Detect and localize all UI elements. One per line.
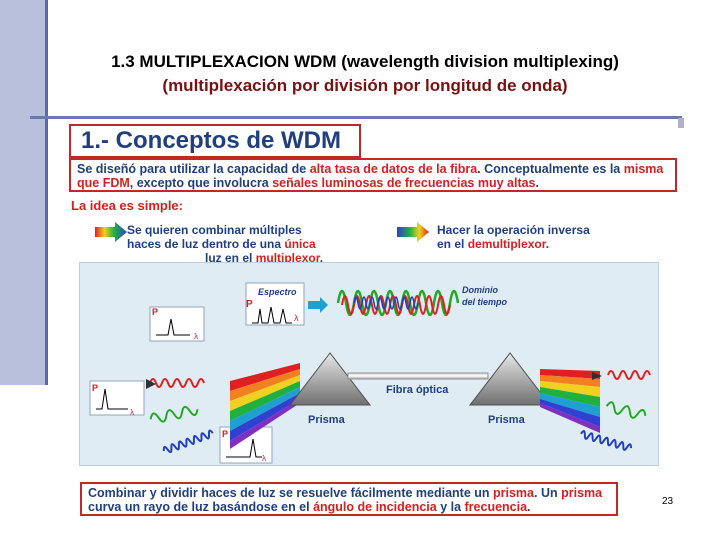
title-divider [30, 116, 682, 119]
lambda-symbol: λ [194, 332, 198, 341]
slide-title: 1.3 MULTIPLEXACION WDM (wavelength divis… [60, 50, 670, 98]
intro-highlight-2: misma que FDM [77, 162, 664, 190]
spectrum-peak-red [156, 318, 190, 336]
bottom-text-1: Combinar y dividir haces de luz se resue… [88, 486, 493, 500]
bottom-text-3: curva un rayo de luz basándose en el [88, 500, 314, 514]
lambda-symbol: λ [130, 408, 134, 417]
spectrum-peaks [252, 306, 292, 324]
idea-mux-text: Se quieren combinar múltiples haces de l… [127, 223, 323, 265]
arrow-right-icon [592, 372, 602, 380]
output-blue-wave [580, 430, 632, 451]
divider-end-mark [678, 118, 684, 128]
input-red-wave [149, 378, 205, 388]
time-domain-label-2: del tiempo [462, 297, 508, 307]
intro-paragraph: Se diseñó para utilizar la capacidad de … [69, 158, 677, 192]
power-symbol: P [246, 299, 253, 310]
idea-demux-line-1: Hacer la operación inversa [437, 223, 590, 237]
spectrum-box-green [89, 380, 145, 416]
rainbow-arrow-icon [95, 222, 127, 242]
bottom-text-4: y la [436, 500, 465, 514]
right-rainbow-rays [540, 369, 600, 433]
lambda-symbol: λ [294, 313, 299, 323]
red-wave [341, 295, 451, 315]
wdm-diagram-svg: Espectro P λ Dominio del tiempo P λ P λ … [89, 282, 651, 464]
bottom-highlight-4: frecuencia [464, 500, 528, 514]
bottom-text-2: . Un [534, 486, 562, 500]
idea-demux-line-2-end: . [545, 237, 550, 251]
idea-mux-highlight-2: multiplexor [255, 251, 320, 265]
idea-demux-highlight: demultiplexor [467, 237, 546, 251]
page-number: 23 [662, 496, 674, 507]
bottom-highlight-1: prisma [493, 486, 534, 500]
power-symbol: P [92, 383, 98, 393]
idea-mux-line-2: haces de luz dentro de una [127, 237, 285, 251]
arrow-right-icon [308, 297, 328, 313]
intro-text-1: Se diseñó para utilizar la capacidad de [77, 162, 310, 176]
rainbow-arrow-icon [397, 222, 429, 242]
fiber-label: Fibra óptica [386, 384, 449, 396]
bottom-highlight-2: prisma [561, 486, 603, 500]
embedded-slide-image: 1.- Conceptos de WDM Se diseñó para util… [65, 122, 680, 470]
spectrum-label: Espectro [258, 287, 297, 297]
bottom-paragraph: Combinar y dividir haces de luz se resue… [80, 482, 618, 516]
idea-mux-highlight-1: única [284, 237, 316, 251]
blue-wave [353, 296, 419, 310]
left-rainbow-rays [230, 363, 300, 449]
spectrum-peak-blue [226, 438, 262, 458]
idea-demux-line-2: en el [437, 237, 468, 251]
left-prism-label: Prisma [308, 414, 346, 426]
bottom-highlight-3: ángulo de incidencia [313, 500, 437, 514]
wdm-diagram: Espectro P λ Dominio del tiempo P λ P λ … [79, 262, 659, 466]
lambda-symbol: λ [262, 454, 266, 463]
bottom-text-5: . [527, 500, 531, 514]
intro-text-3: , excepto que involucra [129, 176, 273, 190]
intro-highlight-1: alta tasa de datos de la fibra [309, 162, 478, 176]
output-red-wave [607, 370, 651, 380]
arrow-left-icon [146, 379, 156, 389]
input-green-wave [149, 405, 199, 423]
right-prism [468, 352, 552, 406]
intro-text-4: . [535, 176, 539, 190]
output-green-wave [605, 401, 647, 419]
time-domain-label-1: Dominio [462, 285, 498, 295]
power-symbol: P [222, 429, 228, 439]
intro-text-2: . Conceptualmente es la [477, 162, 624, 176]
idea-mux-line-1: Se quieren combinar múltiples [127, 223, 302, 237]
title-line-1: 1.3 MULTIPLEXACION WDM (wavelength divis… [111, 52, 619, 71]
green-wave [336, 289, 460, 317]
optical-fiber [347, 372, 489, 380]
power-symbol: P [152, 307, 158, 317]
spectrum-box [245, 282, 305, 326]
idea-demux-text: Hacer la operación inversa en el demulti… [437, 223, 590, 251]
right-prism-label: Prisma [488, 414, 526, 426]
intro-highlight-3: señales luminosas de frecuencias muy alt… [272, 176, 536, 190]
idea-mux-line-3-end: . [319, 251, 324, 265]
input-blue-wave [162, 429, 214, 454]
idea-mux-line-3: luz en el [205, 251, 256, 265]
left-accent-bar [0, 0, 48, 385]
idea-label: La idea es simple: [71, 198, 183, 213]
title-line-2: (multiplexación por división por longitu… [162, 76, 568, 95]
section-heading: 1.- Conceptos de WDM [69, 124, 361, 158]
spectrum-peak-green [96, 388, 128, 410]
